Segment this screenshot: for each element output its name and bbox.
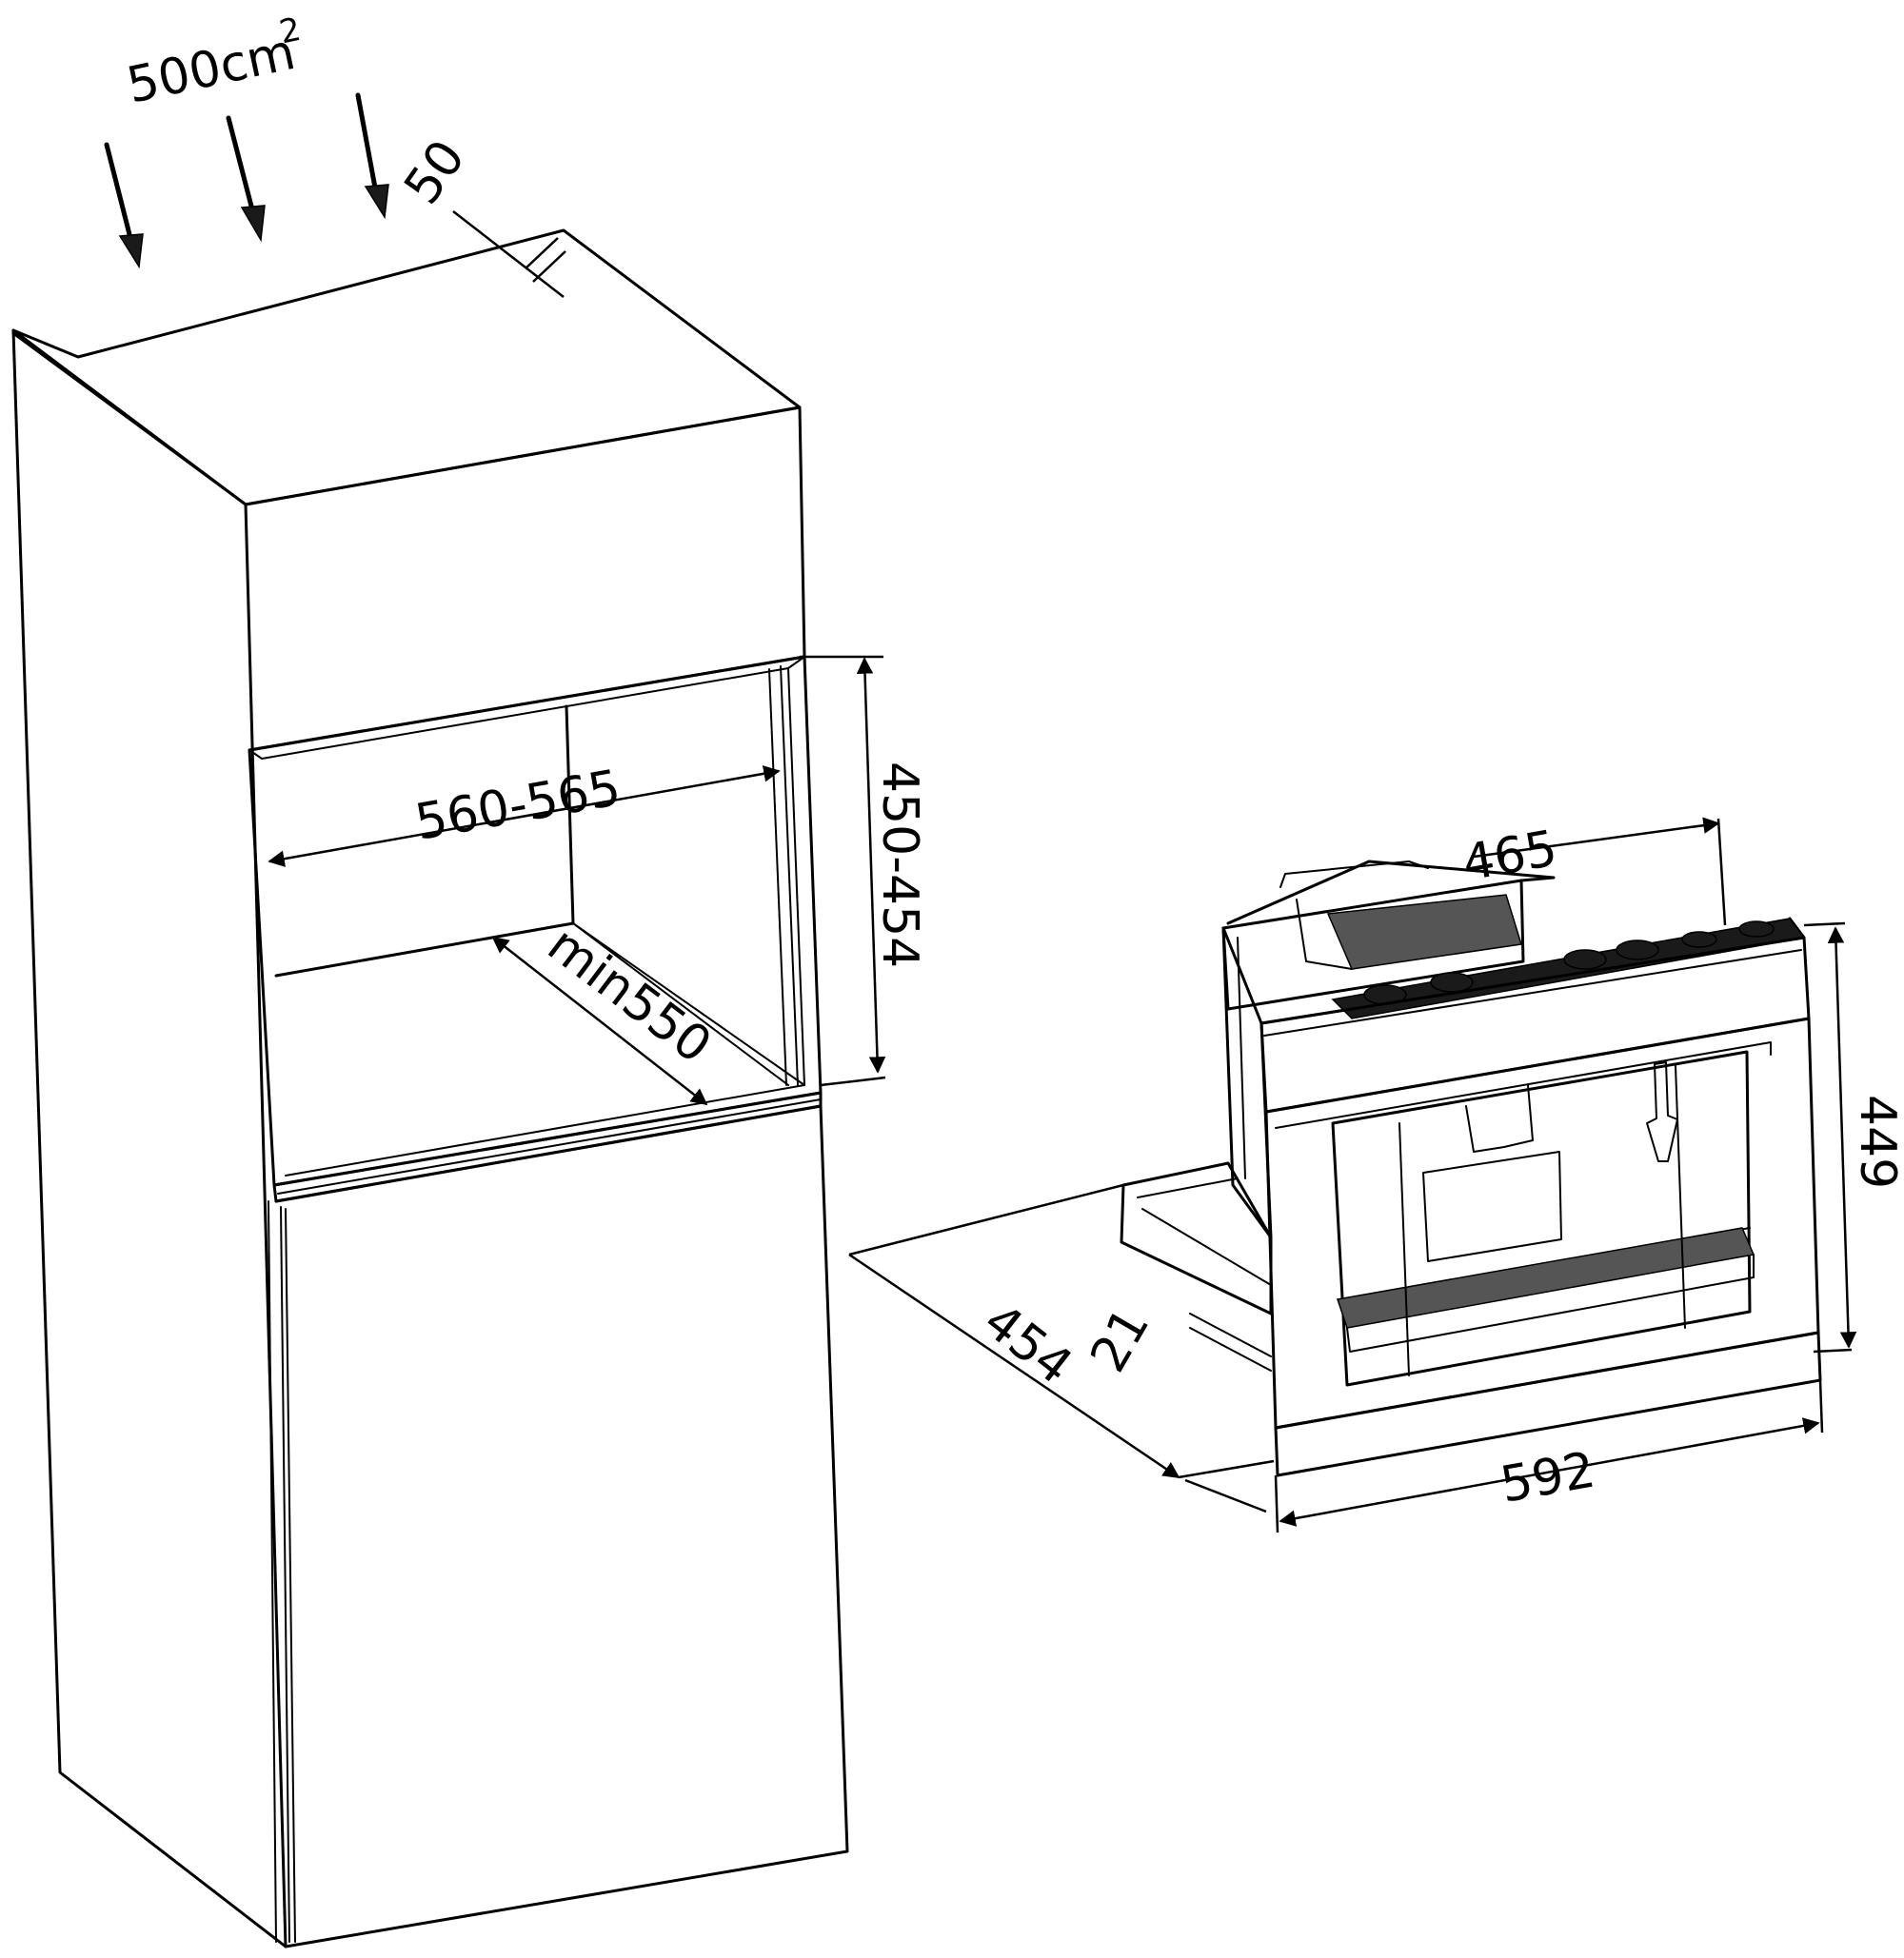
down-arrow-icon [355,92,389,220]
appliance-width-dimension: 592 [1274,1379,1824,1533]
cabinet-top-face [11,228,802,506]
down-arrow-icon [104,142,144,269]
niche-height-label: 450-454 [871,761,928,968]
cabinet-upper-front [244,405,806,752]
top-gap-label: 50 [393,130,476,215]
top-gap-dimension: 50 [393,130,566,298]
drip-tray-grill [1337,1227,1755,1329]
niche-height-dimension: 450-454 [800,655,928,1087]
vent-area-value: 500cm [122,24,300,115]
coffee-spout [1465,1084,1534,1153]
appliance-depth-label: 454 [973,1293,1082,1395]
appliance-height-label: 449 [1849,1095,1904,1189]
coffee-machine [1120,860,1822,1477]
built-in-cabinet [11,228,849,1948]
appliance-top-depth-label: 465 [1458,820,1561,892]
appliance-width-label: 592 [1497,1441,1599,1513]
front-offset-label: 21 [1080,1298,1160,1381]
cabinet-lower-door [274,1104,849,1948]
down-arrow-icon [226,115,266,243]
hot-water-nozzle [1646,1061,1678,1162]
niche-depth-label: min550 [537,916,722,1075]
bean-hopper-grill [1326,894,1522,970]
cabinet-left-side [11,328,288,1948]
dispensing-area [1331,1050,1752,1387]
pull-out-drawer [1120,1161,1273,1315]
machine-front-frame [1264,1017,1820,1430]
niche-width-dimension: 560-565 [268,760,781,867]
appliance-depth-dimension: 454 21 [848,1183,1275,1513]
vent-area-label: 500cm 2 [122,10,304,115]
appliance-height-dimension: 449 [1803,921,1904,1354]
niche-depth-dimension: min550 [491,916,722,1106]
airflow-arrows [104,92,389,269]
niche-width-label: 560-565 [411,760,625,852]
